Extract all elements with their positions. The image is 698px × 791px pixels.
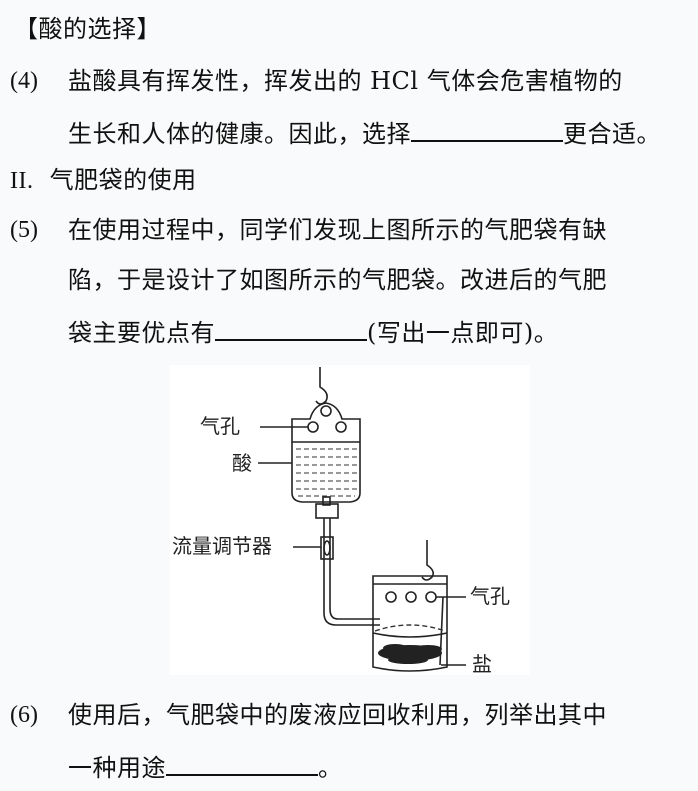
text-after-blank: 。 [318,754,343,782]
label-air-hole-top: 气孔 [200,414,240,438]
text-before-blank: 生长和人体的健康。因此，选择 [68,120,411,148]
part-title: 气肥袋的使用 [49,166,197,194]
label-acid: 酸 [232,451,252,475]
roman-numeral: II. [10,168,34,194]
question-text-line: 陷，于是设计了如图所示的气肥袋。改进后的气肥 [68,266,607,294]
gas-fertilizer-bag-diagram: 气孔 酸 流量调节器 气孔 盐 [170,365,530,675]
apparatus-illustration [258,367,466,672]
text-after-blank: 更合适。 [563,120,661,148]
text-after-blank: (写出一点即可)。 [367,319,559,347]
answer-blank[interactable] [411,116,563,142]
question-number: (6) [10,702,38,728]
question-text-line: 生长和人体的健康。因此，选择 更合适。 [68,116,661,149]
question-text-line: 使用后，气肥袋中的废液应回收利用，列举出其中 [68,701,607,729]
question-text-line: 一种用途 。 [68,750,343,783]
question-text-line: 袋主要优点有 (写出一点即可)。 [68,315,558,348]
label-flow-regulator: 流量调节器 [172,534,272,558]
salt-particles [378,644,442,664]
question-text-line: 在使用过程中，同学们发现上图所示的气肥袋有缺 [68,216,607,244]
hook-top [315,367,328,405]
label-air-hole-bottom: 气孔 [470,584,510,608]
part-heading: II. 气肥袋的使用 [10,165,197,196]
answer-blank[interactable] [215,315,367,341]
text-before-blank: 袋主要优点有 [68,319,215,347]
question-number: (4) [10,68,38,94]
section-heading: 【酸的选择】 [14,15,161,43]
question-text-line: 盐酸具有挥发性，挥发出的 HCl 气体会危害植物的 [68,67,623,95]
answer-blank[interactable] [166,750,318,776]
question-number: (5) [10,217,38,243]
text-before-blank: 一种用途 [68,754,166,782]
label-salt: 盐 [472,652,492,676]
